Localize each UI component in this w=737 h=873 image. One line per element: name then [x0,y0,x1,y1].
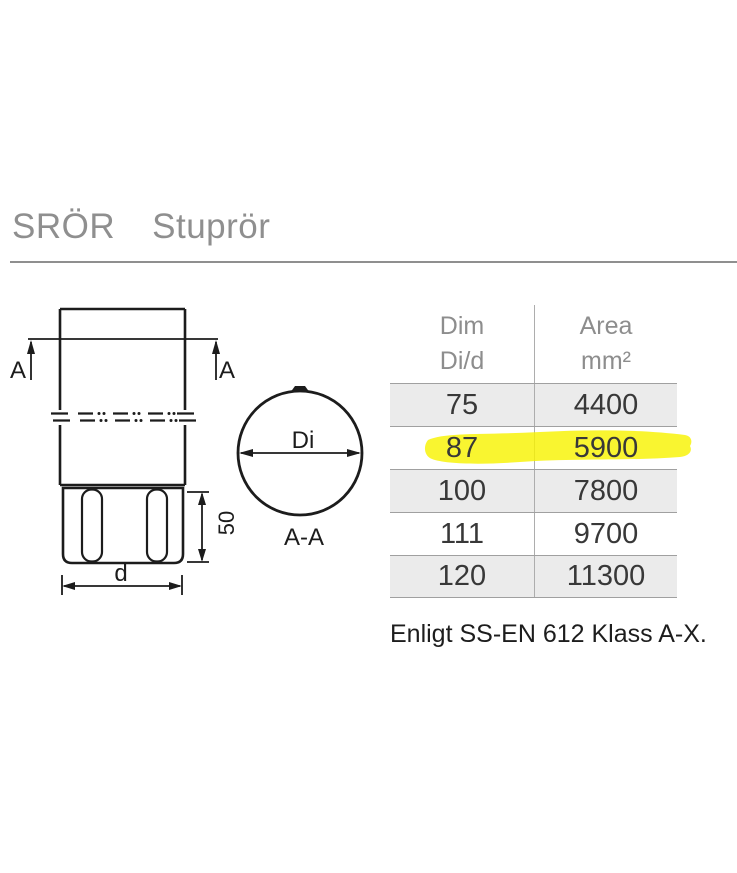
socket-length-label: 50 [214,511,239,535]
section-label-left: A [10,357,26,384]
column-header-dim: Dim Di/d [390,305,535,383]
inner-diameter-label: Di [292,427,315,454]
title-divider [10,261,737,263]
socket-outline [61,486,185,565]
column-header-area: Area mm² [535,305,677,383]
dim-value: 111 [439,517,485,550]
pipe-body-outline [58,307,187,487]
table-row: 111 9700 [390,512,677,555]
dim-value: 87 [445,431,479,464]
socket-grooves [80,488,169,563]
area-value: 5900 [573,431,639,464]
standards-note: Enligt SS-EN 612 Klass A-X. [390,620,707,648]
outer-diameter-label: d [114,560,127,587]
break-line-symbols [51,412,196,422]
table-row-highlighted: 87 5900 [390,426,677,469]
seam-tab [291,386,309,392]
table-row: 100 7800 [390,469,677,512]
page-title: SRÖR Stuprör [12,207,270,247]
table-row: 75 4400 [390,383,677,426]
dimension-table: Dim Di/d Area mm² 75 4400 87 5900 100 78… [390,305,692,598]
area-value: 9700 [573,517,639,550]
area-value: 11300 [566,560,646,592]
dim-value: 75 [445,388,479,421]
header-area-line1: Area [579,311,633,340]
area-value: 4400 [573,388,639,421]
section-label-right: A [219,357,235,384]
product-code: SRÖR [12,207,116,246]
section-view-label: A-A [284,524,324,551]
table-row: 120 11300 [390,555,677,598]
table-header-row: Dim Di/d Area mm² [390,305,677,383]
product-name: Stuprör [152,207,271,246]
header-dim-line1: Dim [439,311,485,340]
header-dim-line2: Di/d [439,347,485,375]
area-value: 7800 [573,474,639,507]
section-cut-line [27,338,220,380]
section-view-circle [236,386,364,517]
dimension-outer-diameter [61,575,183,595]
dimension-socket-length [187,491,209,563]
downpipe-technical-drawing: A A 50 d Di A-A [10,307,364,595]
dim-value: 120 [437,560,487,592]
dim-value: 100 [437,474,487,507]
dimension-inner-diameter [239,449,361,457]
header-area-line2: mm² [581,347,631,375]
